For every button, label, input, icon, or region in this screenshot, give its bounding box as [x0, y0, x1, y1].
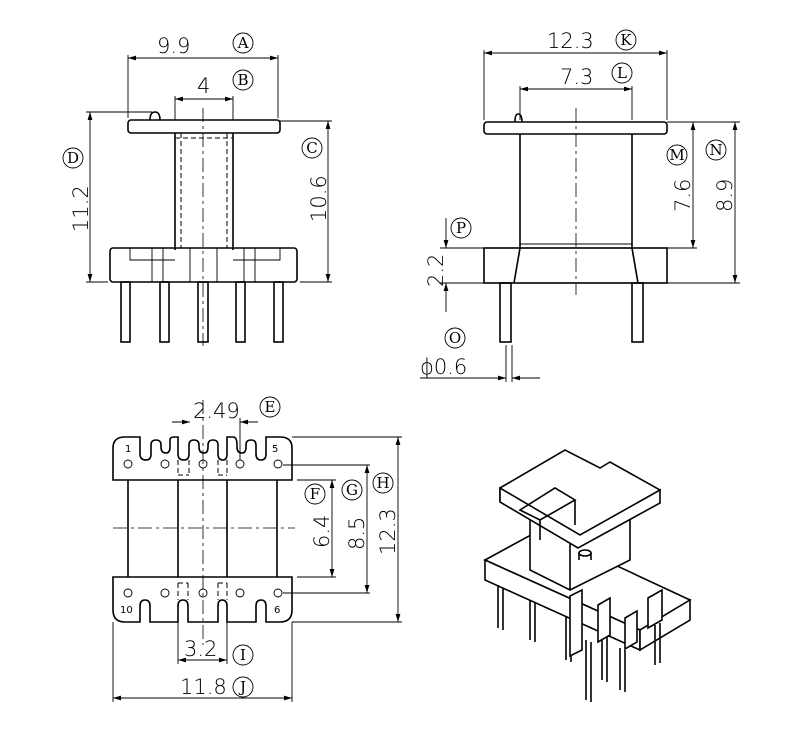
- dim-o-label: O: [449, 329, 461, 347]
- dim-m-value: 7.6: [671, 179, 695, 212]
- dim-f-label: F: [310, 485, 320, 503]
- dim-b-label: B: [237, 71, 248, 89]
- side-top-flange: [483, 121, 668, 135]
- pin-label-1: 1: [125, 444, 131, 455]
- dim-i-label: I: [240, 646, 246, 664]
- dim-j-value: 11.8: [180, 675, 227, 699]
- dim-h-value: 12.3: [376, 508, 400, 555]
- dim-a-value: 9.9: [157, 34, 190, 58]
- top-pin-plate: [112, 436, 293, 481]
- side-base: [483, 247, 668, 284]
- dim-k-label: K: [620, 31, 632, 49]
- dim-l-label: L: [617, 64, 627, 82]
- dim-o-value: ϕ0.6: [420, 355, 467, 379]
- dim-e-value: 2.49: [193, 399, 240, 423]
- base: [109, 247, 298, 283]
- dim-h-label: H: [376, 474, 389, 492]
- pin-holes: [123, 459, 283, 598]
- bottom-pin-plate: [112, 576, 293, 623]
- dim-a-label: A: [237, 34, 249, 52]
- dim-c-label: C: [306, 139, 317, 157]
- dim-b-value: 4: [197, 74, 210, 98]
- pin-label-10: 10: [120, 605, 133, 616]
- dim-e-label: E: [265, 398, 276, 416]
- dim-p-label: P: [456, 219, 466, 237]
- dim-g-label: G: [346, 481, 358, 499]
- dim-m-label: M: [669, 146, 684, 164]
- dim-n-value: 8.9: [713, 179, 737, 212]
- dim-d-label: D: [67, 149, 79, 167]
- dim-c-value: 10.6: [307, 175, 331, 222]
- top-flange: [127, 119, 281, 134]
- dim-i-value: 3.2: [184, 637, 217, 661]
- bottom-view: 1 5 10 6 2.49 E 6.4 F 8.5 G 12.3 H 3.2 I…: [112, 396, 402, 702]
- dim-l-value: 7.3: [560, 65, 593, 89]
- front-view: 9.9 A 4 B 10.6 C 11.2 D: [62, 32, 332, 346]
- pin-label-5: 5: [272, 444, 278, 455]
- dim-k-value: 12.3: [547, 29, 594, 53]
- dim-j-label: J: [238, 678, 246, 696]
- isometric-view: [483, 449, 692, 702]
- dim-n-label: N: [709, 141, 722, 159]
- pins: [120, 281, 284, 343]
- dim-p-value: 2.2: [424, 254, 448, 287]
- side-view: 12.3 K 7.3 L 7.6 M 8.9 N 2.2 P ϕ0.6 O: [420, 29, 740, 382]
- flange-bump: [149, 111, 161, 121]
- dim-g-value: 8.5: [345, 517, 369, 550]
- dim-f-value: 6.4: [310, 515, 334, 548]
- pin-label-6: 6: [274, 605, 280, 616]
- dim-d-value: 11.2: [69, 185, 93, 232]
